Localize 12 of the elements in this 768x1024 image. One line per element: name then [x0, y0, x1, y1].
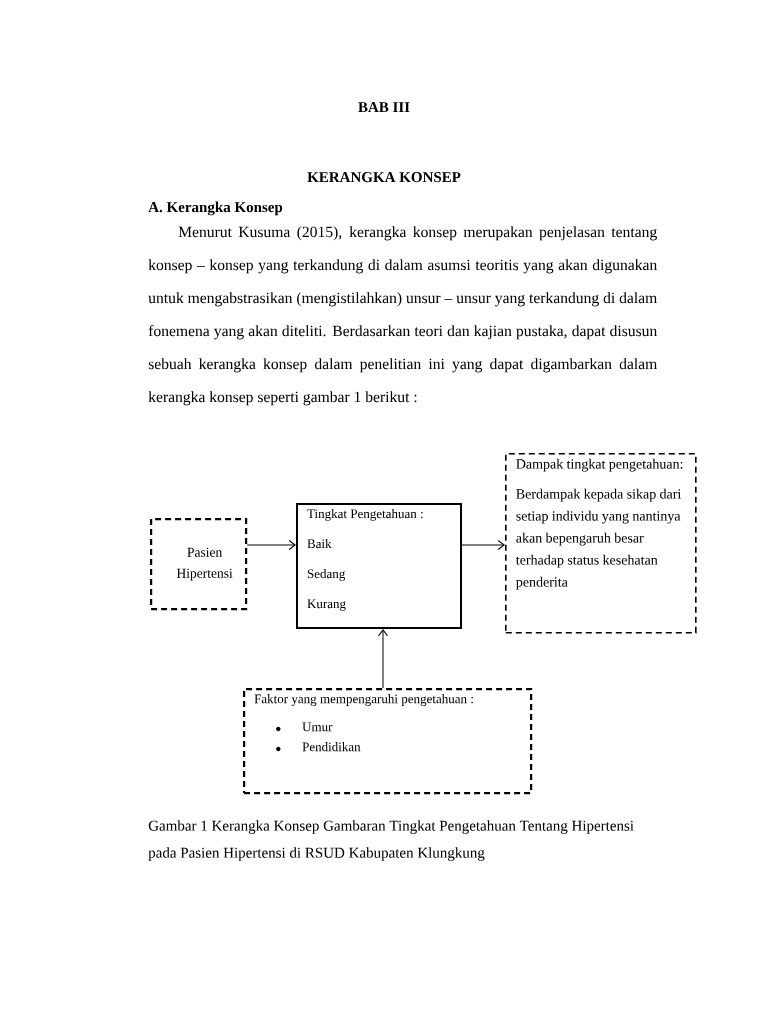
dashed-box: Faktor yang mempengaruhi pengetahuan : Umur Pendidikan [243, 688, 533, 795]
process-box: Tingkat Pengetahuan : Baik Sedang Kurang [296, 503, 462, 629]
figure-caption: Gambar 1 Kerangka Konsep Gambaran Tingkat Pengetahuan Tentang Hipertensi pada Pasien Hipertensi di RSUD Kabupaten Klungkung [148, 820, 634, 861]
arrow [461, 540, 505, 550]
dashed-box: Dampak tingkat pengetahuan: Berdampak kepada sikap dari setiap individu yang nantinya akan bepengaruh besar terhadap status kesehatan penderita [505, 453, 697, 634]
dashed-box: Pasien Hipertensi [150, 518, 248, 611]
chapter-title: KERANGKA KONSEP [307, 172, 461, 183]
arrow [246, 540, 296, 550]
chapter-heading: BAB III [358, 102, 410, 113]
arrow [378, 629, 388, 689]
section-heading: A. Kerangka Konsep [148, 201, 283, 216]
paragraph: Menurut Kusuma (2015), kerangka konsep merupakan penjelasan tentang konsep – konsep yang terkandung di dalam asumsi teoritis yang akan digunakan untuk mengabstrasikan (mengistilahkan) unsur – unsur yang terkandung di dalam fonemena yang akan diteliti. Berdasarkan teori dan kajian pustaka, dapat disusun sebuah kerangka konsep dalam penelitian ini yang dapat digambarkan dalam kerangka konsep seperti gambar 1 berikut : [148, 226, 657, 406]
